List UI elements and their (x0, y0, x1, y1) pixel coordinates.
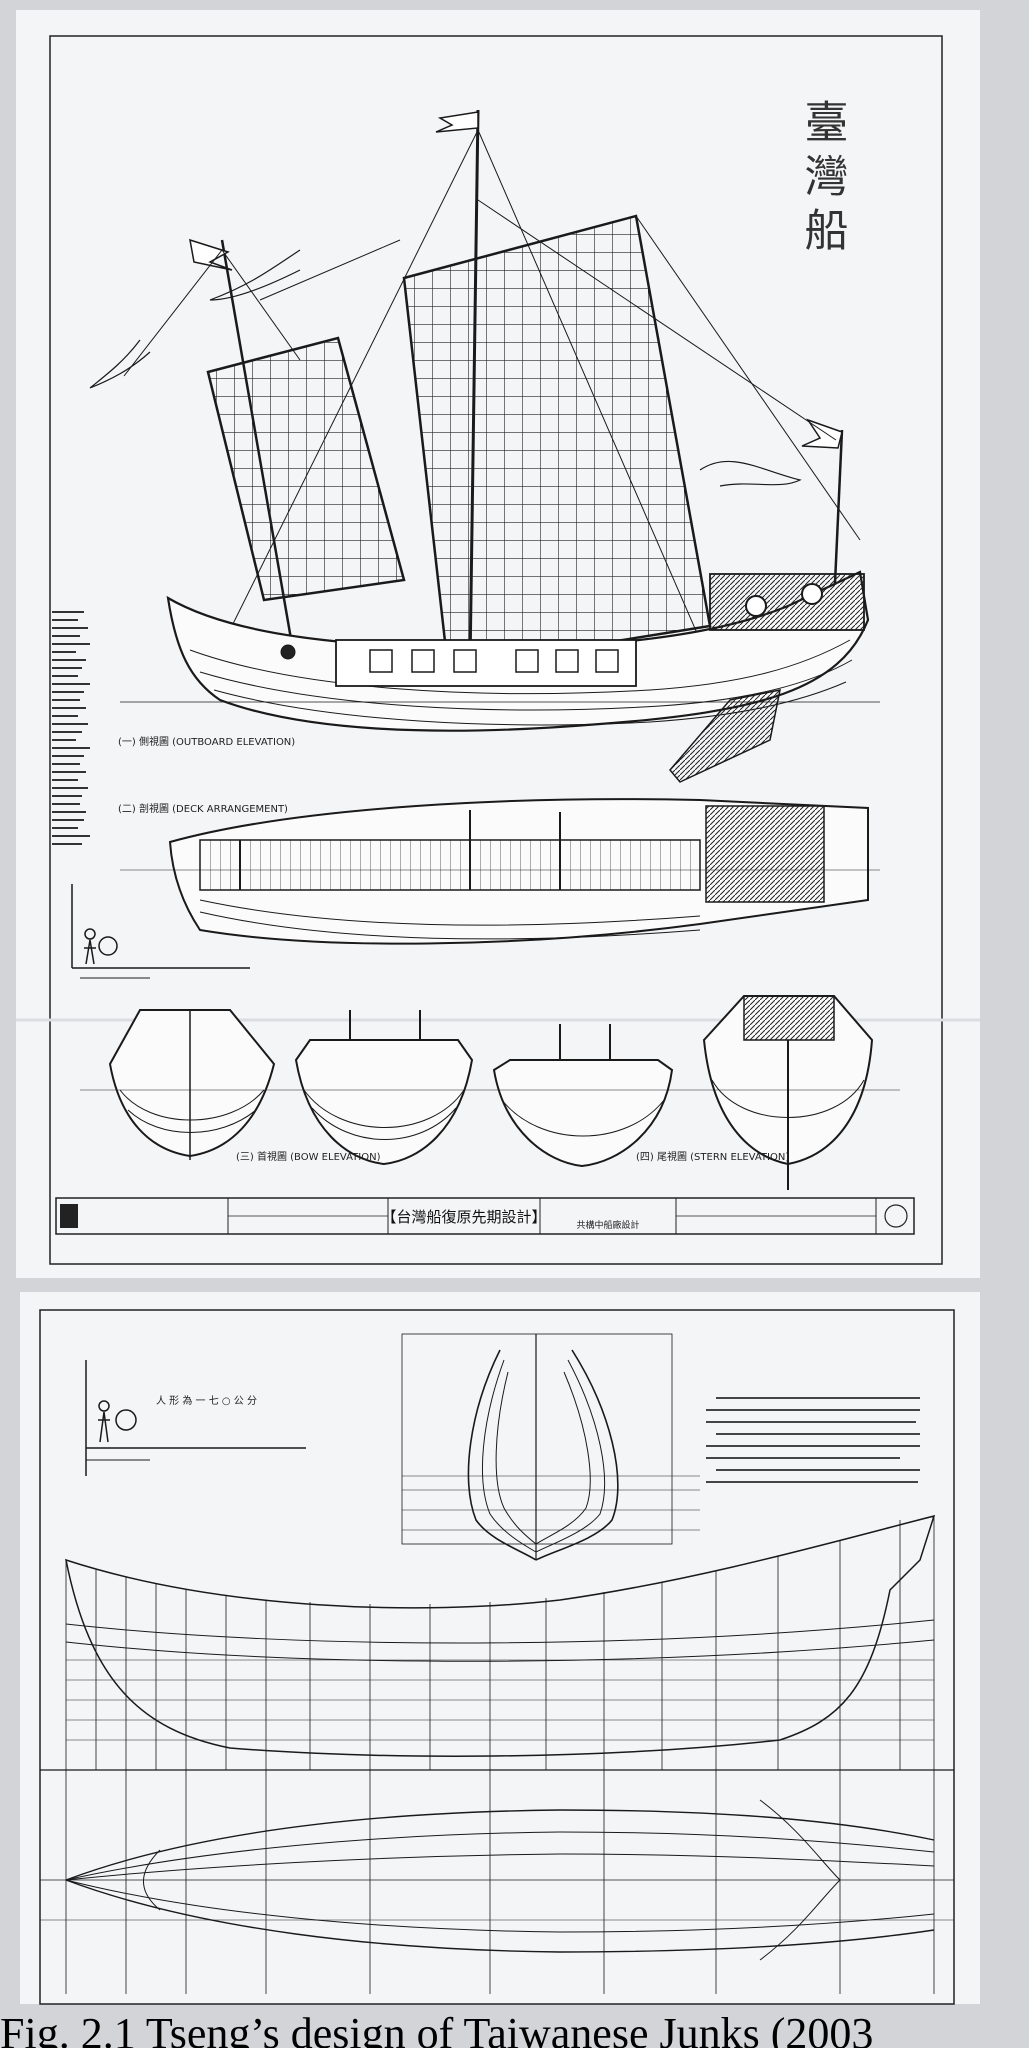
outboard-elevation-drawing (89, 109, 880, 783)
figure-caption: Fig. 2.1 Tseng’s design of Taiwanese Jun… (0, 2010, 1029, 2048)
top-sheet-border (49, 35, 943, 1265)
human-scale-figure (71, 884, 250, 979)
vertical-title: 臺灣船 (797, 99, 848, 261)
bottom-blueprint-sheet: 人 形 為 一 七 ○ 公 分 (20, 1292, 980, 2005)
outboard-label: (一) 側視圖 (OUTBOARD ELEVATION) (118, 735, 295, 748)
parts-legend-list (52, 611, 90, 845)
title-block-sub: 共構中船廠設計 (576, 1219, 639, 1231)
bottom-sheet-border (39, 1309, 955, 2005)
bow-label: (三) 首視圖 (BOW ELEVATION) (236, 1150, 381, 1163)
half-breadth-plan-drawing (40, 1770, 954, 1994)
figure-caption-text: Fig. 2.1 Tseng’s design of Taiwanese Jun… (0, 2010, 874, 2048)
deck-label: (二) 剖視圖 (DECK ARRANGEMENT) (118, 802, 288, 815)
bottom-human-scale (85, 1360, 306, 1476)
top-blueprint-sheet: 臺灣船 (16, 10, 980, 1278)
stern-label: (四) 尾視圖 (STERN ELEVATION) (636, 1150, 789, 1163)
title-block-main: 【台灣船復原先期設計】 (381, 1208, 546, 1226)
notes-block (706, 1397, 920, 1483)
title-block: 【台灣船復原先期設計】 共構中船廠設計 (55, 1197, 915, 1235)
body-plan-drawing (401, 1333, 700, 1561)
sheer-plan-drawing (40, 1514, 954, 1771)
deck-arrangement-drawing (120, 798, 880, 945)
scale-caption: 人 形 為 一 七 ○ 公 分 (156, 1394, 257, 1407)
bow-stern-views (80, 995, 900, 1190)
